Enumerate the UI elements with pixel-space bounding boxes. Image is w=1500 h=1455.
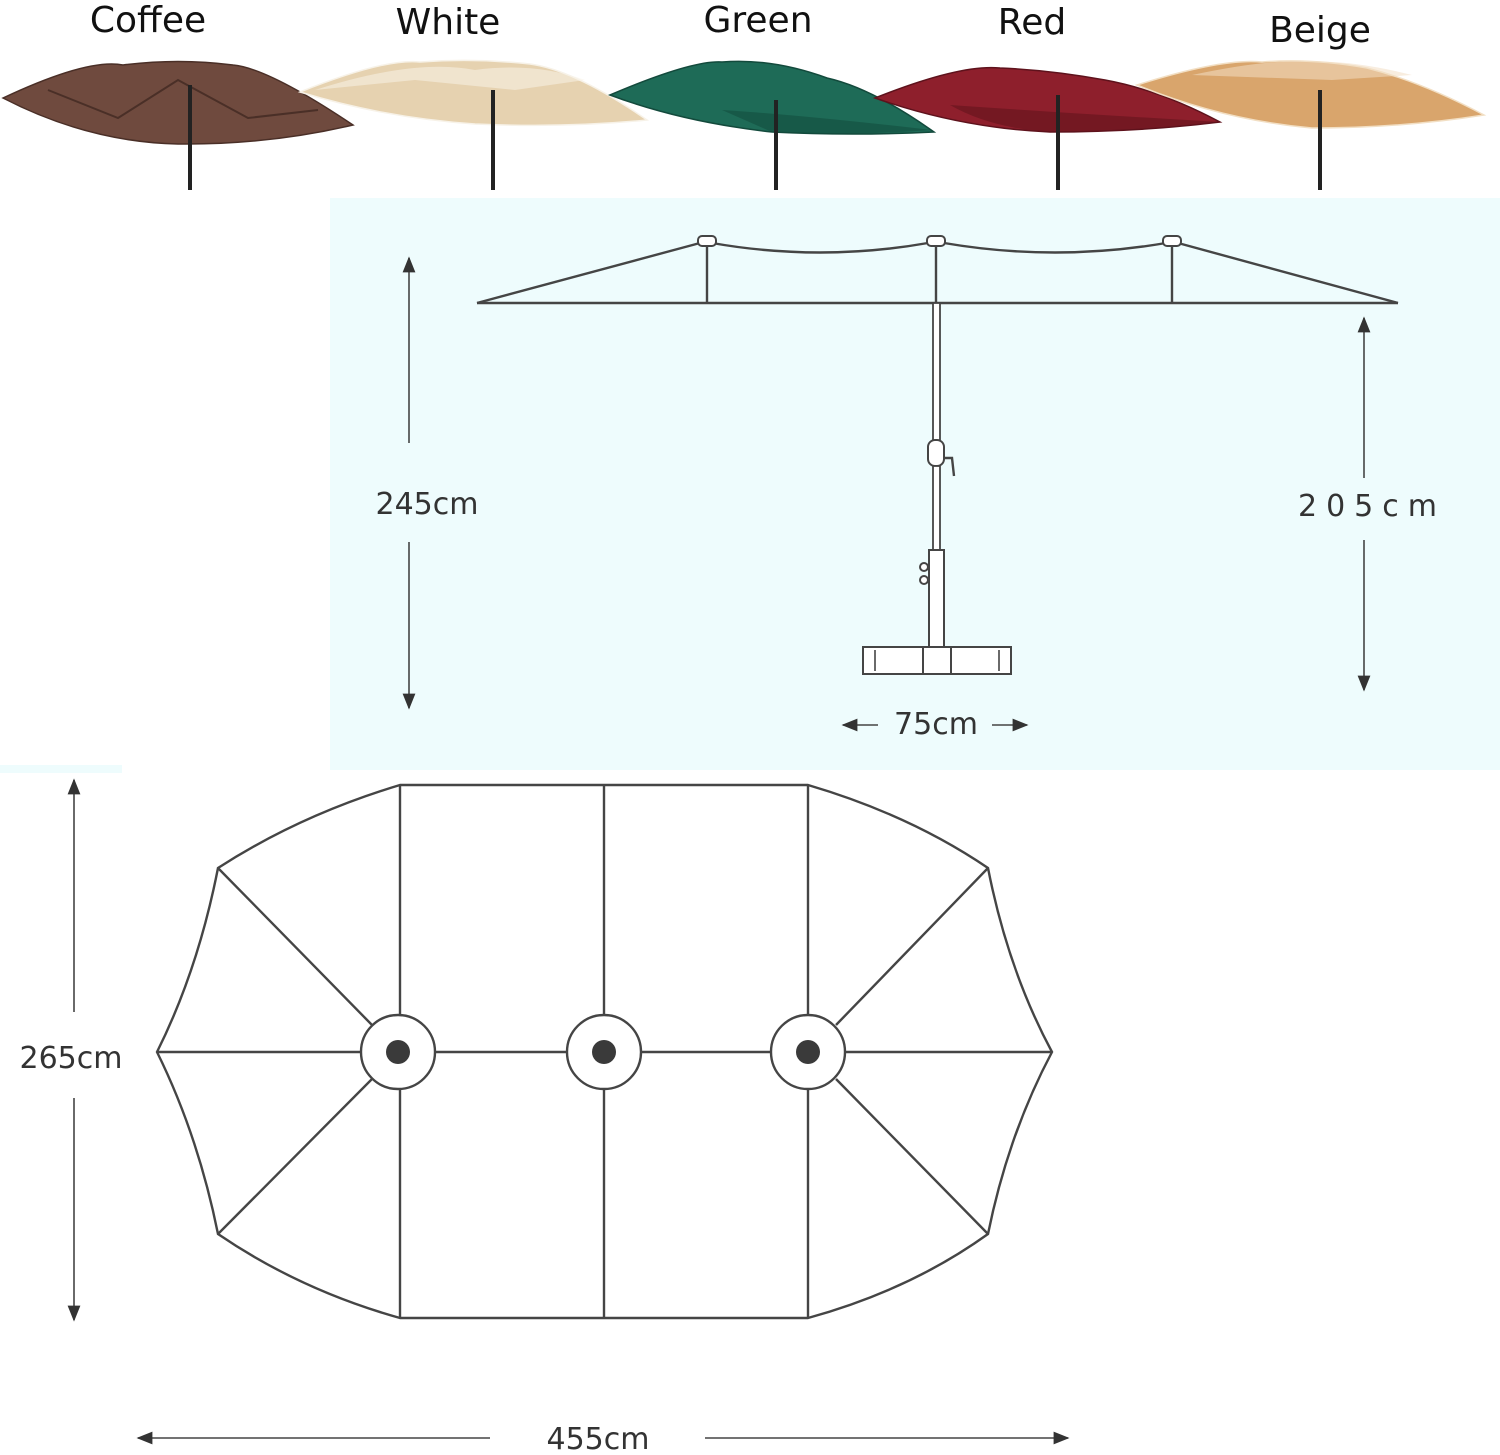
base-knob-bottom: [919, 575, 929, 585]
height-clearance-label: 205cm: [1298, 489, 1446, 524]
canopy: [607, 60, 937, 135]
canopy: [872, 66, 1223, 133]
solar-cap-right: [1162, 235, 1182, 247]
canopy-shade: [950, 105, 1220, 132]
hub-center: [565, 1013, 643, 1091]
hub-dot: [386, 1040, 410, 1064]
umbrella-pole: [932, 302, 941, 454]
base-center-block: [922, 646, 952, 675]
top-diag-right-upper: [835, 867, 989, 1026]
solar-cap-left: [697, 235, 717, 247]
canopy-rib-right: [1177, 241, 1399, 305]
canopy-shade: [315, 66, 585, 90]
hub-dot: [592, 1040, 616, 1064]
umbrella-red[interactable]: [872, 66, 1223, 190]
canopy-top-left: [711, 241, 929, 254]
crank-handle: [944, 456, 956, 477]
color-label-white: White: [396, 2, 501, 43]
color-label-coffee: Coffee: [90, 0, 206, 41]
top-diag-right-lower: [835, 1078, 989, 1235]
color-variants: Coffee White Green Red Beige: [1, 0, 1487, 191]
hub-left: [359, 1013, 437, 1091]
color-label-beige: Beige: [1269, 10, 1371, 51]
canopy: [1, 60, 355, 145]
lower-pole: [932, 465, 941, 551]
canopy: [1134, 60, 1487, 129]
base-knob-top: [919, 562, 929, 572]
umbrella-white[interactable]: [297, 59, 650, 190]
color-label-green: Green: [703, 0, 812, 41]
canopy-shade: [47, 78, 319, 120]
hub-right: [769, 1013, 847, 1091]
umbrella-coffee[interactable]: [1, 60, 355, 191]
top-diag-left-upper: [217, 867, 373, 1026]
umbrella-beige[interactable]: [1134, 60, 1487, 190]
solar-cap-center: [926, 235, 946, 247]
pole-sleeve: [928, 549, 945, 651]
side-view-panel-strip: [0, 765, 122, 773]
canopy-rib-left: [476, 241, 701, 305]
canopy-top-right: [943, 241, 1167, 254]
top-width-label: 265cm: [20, 1041, 123, 1076]
crank-housing: [927, 439, 945, 467]
hub-dot: [796, 1040, 820, 1064]
umbrella-green[interactable]: [607, 60, 937, 190]
side-view: 245cm 205cm 75cm: [0, 198, 1500, 773]
canopy-shade: [1192, 61, 1412, 80]
top-view: 265cm 455cm: [20, 778, 1070, 1455]
base-width-label: 75cm: [894, 707, 978, 742]
color-label-red: Red: [998, 2, 1066, 43]
top-diag-left-lower: [217, 1078, 373, 1235]
height-total-label: 245cm: [376, 487, 479, 522]
top-length-label: 455cm: [547, 1422, 650, 1455]
